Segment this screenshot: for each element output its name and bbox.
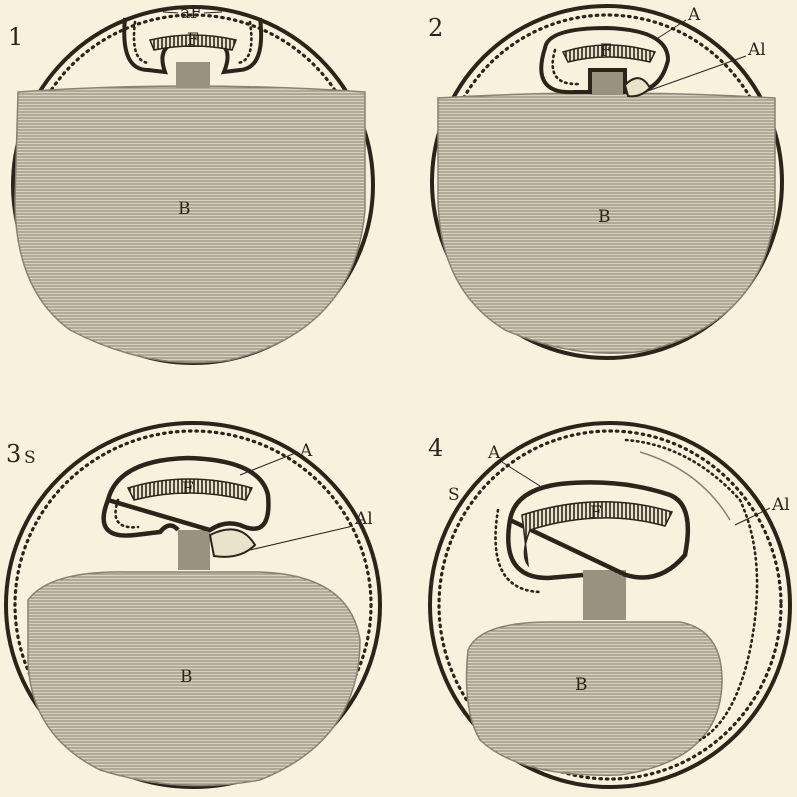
label-embryo: F bbox=[182, 479, 194, 499]
amnion-fold bbox=[508, 482, 688, 578]
yolk-stalk bbox=[590, 70, 625, 95]
leader-af-right bbox=[204, 12, 222, 13]
yolk-stalk bbox=[176, 62, 210, 88]
leader-allantois bbox=[645, 56, 746, 92]
figure-1: 1 F aF B bbox=[8, 3, 373, 363]
allantois bbox=[210, 529, 255, 556]
label-embryo: F bbox=[590, 503, 602, 523]
figure-number-4: 4 bbox=[428, 434, 443, 462]
label-amnion: A bbox=[487, 443, 501, 463]
label-yolk: B bbox=[180, 667, 193, 687]
label-allantois: Al bbox=[354, 509, 373, 529]
leader-amnion bbox=[240, 452, 298, 475]
figure-3: 3 F S A Al B bbox=[6, 423, 380, 787]
figure-2: 2 F A Al B bbox=[428, 5, 782, 358]
label-amnion: A bbox=[299, 441, 313, 461]
label-af: aF bbox=[180, 3, 202, 23]
figure-number-3: 3 bbox=[6, 440, 21, 468]
label-serosa: S bbox=[24, 448, 36, 468]
leader-af-left bbox=[163, 12, 178, 13]
leader-amnion bbox=[502, 462, 540, 486]
label-amnion: A bbox=[687, 5, 701, 25]
label-embryo: F bbox=[187, 30, 199, 50]
yolk-sac bbox=[15, 86, 365, 363]
label-yolk: B bbox=[598, 207, 611, 227]
figure-number-1: 1 bbox=[8, 23, 23, 51]
label-serosa: S bbox=[448, 485, 460, 505]
yolk-stalk bbox=[583, 570, 626, 620]
label-allantois: Al bbox=[747, 40, 766, 60]
label-embryo: F bbox=[600, 41, 612, 61]
label-yolk: B bbox=[178, 199, 191, 219]
yolk-sac bbox=[28, 572, 360, 786]
figure-number-2: 2 bbox=[428, 14, 443, 42]
yolk-sac bbox=[467, 622, 723, 775]
fold-dotted-left bbox=[134, 22, 150, 63]
leader-allantois bbox=[250, 526, 353, 550]
label-yolk: B bbox=[575, 675, 588, 695]
label-allantois: Al bbox=[771, 495, 790, 515]
fold-dotted-right bbox=[236, 22, 251, 63]
figure-4: 4 F A S Al B bbox=[428, 423, 790, 787]
yolk-stalk bbox=[178, 530, 210, 570]
